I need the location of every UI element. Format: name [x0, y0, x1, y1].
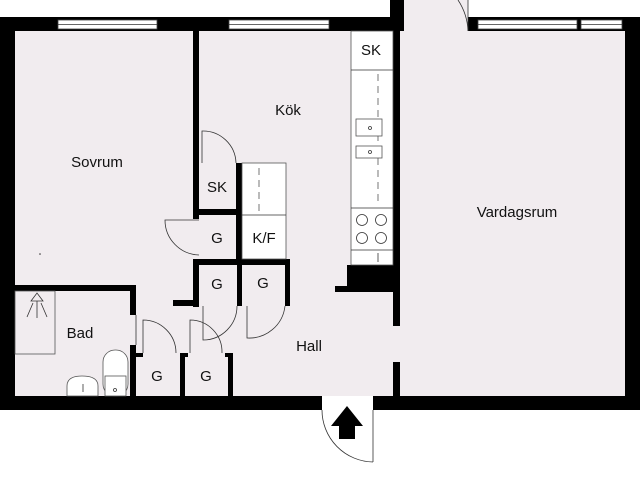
sk-closet-door [201, 130, 237, 164]
entrance-arrow-icon [331, 406, 363, 439]
g-mid-right-door [246, 305, 286, 339]
closet-label-g: G [211, 276, 223, 293]
closet-label-sk: SK [207, 179, 227, 196]
stove-icon [356, 214, 387, 244]
sink-icon [355, 118, 383, 137]
shower [14, 290, 56, 355]
balcony-entry-floor [404, 0, 468, 31]
g-mid-left-door [202, 305, 238, 341]
closet-label-g: G [151, 368, 163, 385]
shower-icon [26, 292, 48, 318]
floor-area [15, 31, 625, 396]
room-label-hall: Hall [296, 338, 322, 355]
interior-walls [15, 31, 400, 396]
interior-doors[interactable] [135, 130, 286, 354]
room-label-kok: Kök [275, 102, 301, 119]
closet-label-g: G [211, 230, 223, 247]
closet-label-kitchen-sk: SK [361, 42, 381, 59]
closet-label-g: G [200, 368, 212, 385]
room-label-sovrum: Sovrum [71, 154, 123, 171]
room-label-vardagsrum: Vardagsrum [477, 204, 558, 221]
washbasin-icon [66, 375, 99, 397]
room-label-bad: Bad [67, 325, 94, 342]
g-low-right-door [189, 319, 223, 354]
windows [57, 19, 623, 30]
closet-label-g: G [257, 275, 269, 292]
entrance-door[interactable] [321, 396, 374, 463]
g-low-left-door [142, 319, 177, 354]
closet-label-kf: K/F [252, 230, 275, 247]
toilet-icon [102, 349, 129, 397]
kitchen-counter [350, 30, 394, 266]
g-upper-door [164, 219, 200, 256]
balcony-door[interactable] [457, 0, 469, 32]
dot-mark [39, 253, 41, 255]
fridge-freezer-unit [241, 162, 287, 260]
sink-icon [355, 145, 383, 159]
